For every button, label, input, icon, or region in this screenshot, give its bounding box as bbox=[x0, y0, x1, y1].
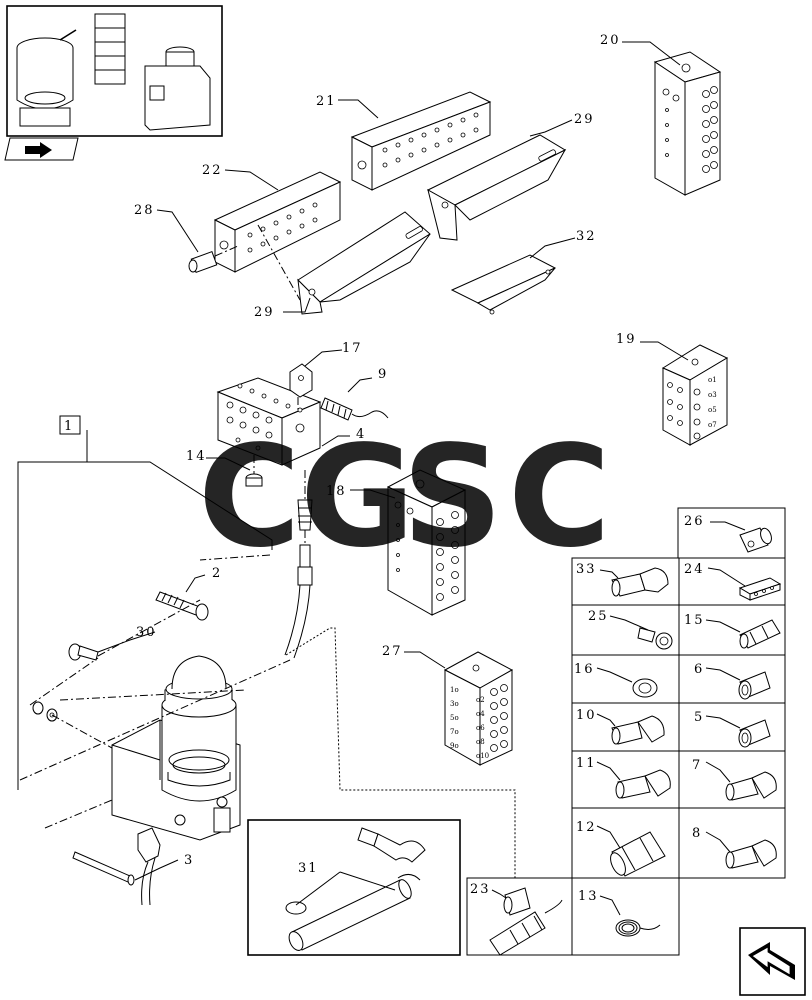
divider-block-21 bbox=[350, 91, 492, 191]
elbow-11 bbox=[615, 769, 671, 799]
divider-block-18 bbox=[386, 469, 467, 616]
callout-28: 28 bbox=[134, 203, 155, 218]
kit-31-box bbox=[247, 819, 461, 956]
nipple-23 bbox=[489, 887, 563, 956]
callout-12: 12 bbox=[576, 820, 597, 835]
next-page-arrow-icon[interactable] bbox=[739, 927, 806, 996]
callout-27: 27 bbox=[382, 644, 403, 659]
cgsc-watermark-logo: C G S C bbox=[198, 416, 611, 579]
elbow-33 bbox=[611, 567, 669, 597]
plug-14 bbox=[245, 455, 263, 487]
cover-29-lower bbox=[297, 211, 431, 315]
block-19-mark: o5 bbox=[708, 406, 717, 414]
callout-21: 21 bbox=[316, 94, 337, 109]
fitting-6 bbox=[738, 671, 771, 700]
block-27-mark: 7o bbox=[450, 728, 459, 736]
block-27-mark: 3o bbox=[450, 700, 459, 708]
watermark-letter: C bbox=[508, 416, 611, 579]
fitting-26 bbox=[739, 527, 772, 553]
grease-pump-assembly bbox=[111, 655, 241, 906]
elbow-10 bbox=[611, 715, 665, 745]
callout-29-upper: 29 bbox=[574, 112, 595, 127]
block-27-mark: 1o bbox=[450, 686, 459, 694]
callout-13: 13 bbox=[578, 889, 599, 904]
callout-20: 20 bbox=[600, 33, 621, 48]
block-27-mark: o8 bbox=[476, 738, 485, 746]
switch-9 bbox=[320, 397, 389, 421]
callout-8: 8 bbox=[692, 826, 702, 841]
divider-block-20 bbox=[653, 51, 722, 196]
callout-15: 15 bbox=[684, 613, 705, 628]
watermark-letter: S bbox=[402, 416, 503, 579]
block-27-mark: o2 bbox=[476, 696, 485, 704]
divider-block-4 bbox=[216, 377, 322, 466]
washers bbox=[32, 701, 58, 722]
callout-31: 31 bbox=[298, 861, 319, 876]
plug-16 bbox=[632, 678, 658, 698]
callout-5: 5 bbox=[694, 710, 704, 725]
callout-24: 24 bbox=[684, 562, 705, 577]
bolt-2 bbox=[155, 591, 209, 621]
assembly-thumbnail-icon[interactable] bbox=[6, 5, 223, 137]
callout-box-1 bbox=[59, 415, 81, 435]
watermark-letter: G bbox=[300, 416, 415, 579]
callout-1: 1 bbox=[64, 419, 74, 434]
callout-14: 14 bbox=[186, 449, 207, 464]
callout-32: 32 bbox=[576, 229, 597, 244]
callout-17: 17 bbox=[342, 341, 363, 356]
previous-page-arrow-icon[interactable] bbox=[4, 137, 79, 161]
elbow-8 bbox=[725, 839, 777, 869]
block-27-mark: 9o bbox=[450, 742, 459, 750]
block-24 bbox=[738, 577, 782, 601]
block-19-mark: o3 bbox=[708, 391, 717, 399]
callout-16: 16 bbox=[574, 662, 595, 677]
spring-13 bbox=[615, 919, 661, 937]
block-27-mark: 5o bbox=[450, 714, 459, 722]
fitting-5 bbox=[738, 719, 771, 748]
callout-30: 30 bbox=[136, 625, 157, 640]
callout-7: 7 bbox=[692, 758, 702, 773]
block-27-mark: o6 bbox=[476, 724, 485, 732]
callout-23: 23 bbox=[470, 882, 491, 897]
callout-3: 3 bbox=[184, 853, 194, 868]
watermark-letter: C bbox=[198, 416, 301, 579]
block-27-mark: o10 bbox=[476, 752, 489, 760]
bolt-30 bbox=[68, 643, 99, 661]
coupling-12 bbox=[610, 831, 666, 877]
leader-lines bbox=[97, 41, 746, 916]
fitting-28 bbox=[188, 245, 239, 273]
plate-32 bbox=[450, 254, 557, 315]
divider-block-19: o1 o3 o5 o7 bbox=[661, 344, 729, 446]
divider-block-27: 1o 3o 5o 7o 9o o2 o4 o6 o8 o10 bbox=[443, 651, 514, 766]
callout-9: 9 bbox=[378, 367, 388, 382]
callout-6: 6 bbox=[694, 662, 704, 677]
callout-10: 10 bbox=[576, 708, 597, 723]
fitting-25 bbox=[637, 627, 673, 650]
sensor-17 bbox=[289, 363, 313, 412]
grease-cartridge-31 bbox=[285, 827, 426, 951]
callout-22: 22 bbox=[202, 163, 223, 178]
callout-29-lower: 29 bbox=[254, 305, 275, 320]
callout-11: 11 bbox=[576, 756, 597, 771]
callout-2: 2 bbox=[212, 566, 222, 581]
block-19-mark: o7 bbox=[708, 421, 717, 429]
callout-26: 26 bbox=[684, 514, 705, 529]
callout-33: 33 bbox=[576, 562, 597, 577]
callout-25: 25 bbox=[588, 609, 609, 624]
callout-18: 18 bbox=[326, 484, 347, 499]
cover-29-upper bbox=[426, 134, 567, 241]
fittings-grid bbox=[466, 507, 786, 956]
callout-19: 19 bbox=[616, 332, 637, 347]
screw-3 bbox=[72, 851, 135, 886]
quick-coupler-15 bbox=[739, 619, 781, 649]
block-19-mark: o1 bbox=[708, 376, 717, 384]
callout-labels: 1 2 3 4 5 6 7 8 9 10 11 12 13 14 15 16 1… bbox=[59, 33, 705, 904]
block-27-mark: o4 bbox=[476, 710, 485, 718]
elbow-7 bbox=[725, 771, 777, 801]
feed-hose bbox=[284, 470, 313, 659]
callout-4: 4 bbox=[356, 427, 366, 442]
divider-block-22 bbox=[213, 171, 342, 273]
